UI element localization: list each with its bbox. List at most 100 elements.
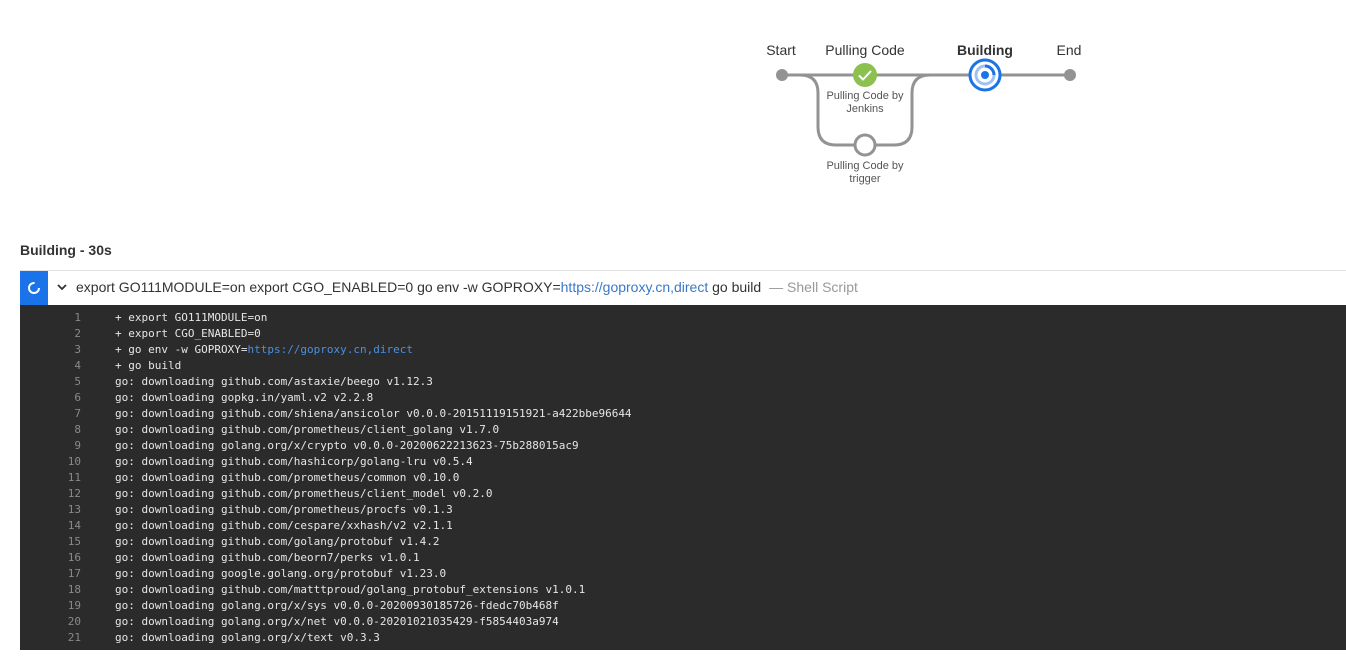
line-text-content: go: downloading github.com/hashicorp/gol…	[115, 455, 473, 468]
line-text: go: downloading github.com/matttproud/go…	[81, 582, 585, 598]
stage-building-label: Building	[957, 42, 1013, 58]
stage-pulling-code-label: Pulling Code	[825, 42, 905, 58]
line-text-content: + export GO111MODULE=on	[115, 311, 268, 324]
line-number[interactable]: 11	[67, 471, 81, 484]
line-number[interactable]: 21	[67, 631, 81, 644]
step-type-label: — Shell Script	[769, 279, 858, 295]
console-line: 14 go: downloading github.com/cespare/xxh…	[20, 518, 1346, 534]
line-text: go: downloading golang.org/x/crypto v0.0…	[81, 438, 579, 454]
line-text: go: downloading golang.org/x/sys v0.0.0-…	[81, 598, 559, 614]
line-text-content: go: downloading github.com/astaxie/beego…	[115, 375, 433, 388]
line-number[interactable]: 16	[67, 551, 81, 564]
line-number[interactable]: 3	[74, 343, 81, 356]
line-text-content: + go env -w GOPROXY=	[115, 343, 248, 356]
line-number[interactable]: 9	[74, 439, 81, 452]
line-text-content: + go build	[115, 359, 182, 372]
console-line: 6 go: downloading gopkg.in/yaml.v2 v2.2.8	[20, 390, 1346, 406]
stage-start-node[interactable]	[775, 68, 789, 82]
line-number[interactable]: 17	[67, 567, 81, 580]
line-text: + go build	[81, 358, 181, 374]
line-number[interactable]: 19	[67, 599, 81, 612]
step-header[interactable]: export GO111MODULE=on export CGO_ENABLED…	[20, 270, 1346, 305]
line-text-content: go: downloading github.com/beorn7/perks …	[115, 551, 420, 564]
console-line: 15 go: downloading github.com/golang/prot…	[20, 534, 1346, 550]
console-line: 9 go: downloading golang.org/x/crypto v0.…	[20, 438, 1346, 454]
line-text-content: go: downloading github.com/prometheus/pr…	[115, 503, 453, 516]
line-number[interactable]: 15	[67, 535, 81, 548]
line-number[interactable]: 18	[67, 583, 81, 596]
stage-end-node[interactable]	[1063, 68, 1077, 82]
line-number[interactable]: 6	[74, 391, 81, 404]
line-text-content: go: downloading github.com/prometheus/cl…	[115, 423, 500, 436]
line-text: go: downloading golang.org/x/text v0.3.3	[81, 630, 380, 646]
console-line: 18 go: downloading github.com/matttproud/…	[20, 582, 1346, 598]
line-text-content: go: downloading gopkg.in/yaml.v2 v2.2.8	[115, 391, 374, 404]
success-check-icon[interactable]	[852, 62, 878, 88]
line-text: go: downloading github.com/astaxie/beego…	[81, 374, 433, 390]
line-text: go: downloading github.com/beorn7/perks …	[81, 550, 420, 566]
line-number[interactable]: 4	[74, 359, 81, 372]
console-line: 12 go: downloading github.com/prometheus/…	[20, 486, 1346, 502]
running-spinner-icon[interactable]	[968, 58, 1002, 92]
parallel-trigger-label: Pulling Code by trigger	[826, 160, 904, 185]
console-line: 17 go: downloading google.golang.org/prot…	[20, 566, 1346, 582]
line-text: go: downloading golang.org/x/net v0.0.0-…	[81, 614, 559, 630]
console-line: 20 go: downloading golang.org/x/net v0.0.…	[20, 614, 1346, 630]
console-line: 5 go: downloading github.com/astaxie/beeg…	[20, 374, 1346, 390]
line-text: + go env -w GOPROXY=https://goproxy.cn,d…	[81, 342, 413, 358]
line-number[interactable]: 12	[67, 487, 81, 500]
line-text-content: go: downloading golang.org/x/net v0.0.0-…	[115, 615, 559, 628]
line-text: + export CGO_ENABLED=0	[81, 326, 261, 342]
stage-start-label: Start	[766, 42, 796, 58]
running-status-icon	[20, 271, 48, 305]
pipeline-graph: Start Pulling Code Building End Pulling …	[0, 0, 1346, 230]
step-command: export GO111MODULE=on export CGO_ENABLED…	[76, 279, 858, 295]
line-text: go: downloading github.com/prometheus/cl…	[81, 422, 499, 438]
line-number[interactable]: 7	[74, 407, 81, 420]
skipped-node-icon[interactable]	[853, 133, 877, 157]
line-text: go: downloading github.com/prometheus/cl…	[81, 486, 493, 502]
line-text-content: go: downloading github.com/prometheus/co…	[115, 471, 460, 484]
console-output[interactable]: 1 + export GO111MODULE=on 2 + export CGO_EN…	[20, 305, 1346, 650]
line-number[interactable]: 2	[74, 327, 81, 340]
step-command-url[interactable]: https://goproxy.cn,direct	[560, 279, 709, 295]
step-command-suffix: go build	[708, 279, 762, 295]
line-number[interactable]: 5	[74, 375, 81, 388]
console-line: 19 go: downloading golang.org/x/sys v0.0.…	[20, 598, 1346, 614]
console-line: 2 + export CGO_ENABLED=0	[20, 326, 1346, 342]
line-text-content: go: downloading github.com/golang/protob…	[115, 535, 440, 548]
console-line: 3+ go env -w GOPROXY=https://goproxy.cn,…	[20, 342, 1346, 358]
pipeline-track	[782, 73, 1070, 147]
line-number[interactable]: 14	[67, 519, 81, 532]
line-number[interactable]: 1	[74, 311, 81, 324]
console-line: 13 go: downloading github.com/prometheus/…	[20, 502, 1346, 518]
line-text: go: downloading github.com/prometheus/pr…	[81, 502, 453, 518]
line-text: go: downloading github.com/cespare/xxhas…	[81, 518, 453, 534]
console-line: 4 + go build	[20, 358, 1346, 374]
stage-section-title: Building - 30s	[20, 242, 112, 258]
parallel-jenkins-label: Pulling Code by Jenkins	[826, 90, 904, 115]
line-text-content: go: downloading github.com/matttproud/go…	[115, 583, 586, 596]
chevron-down-icon[interactable]	[56, 281, 68, 293]
line-text: go: downloading gopkg.in/yaml.v2 v2.2.8	[81, 390, 373, 406]
line-text-content: go: downloading github.com/cespare/xxhas…	[115, 519, 453, 532]
stage-end-label: End	[1056, 42, 1082, 58]
line-text-content: go: downloading google.golang.org/protob…	[115, 567, 447, 580]
line-number[interactable]: 10	[67, 455, 81, 468]
line-text-content: go: downloading golang.org/x/crypto v0.0…	[115, 439, 579, 452]
line-text: go: downloading github.com/prometheus/co…	[81, 470, 459, 486]
line-text: go: downloading github.com/hashicorp/gol…	[81, 454, 473, 470]
line-number[interactable]: 8	[74, 423, 81, 436]
step-command-prefix: export GO111MODULE=on export CGO_ENABLED…	[76, 279, 561, 295]
line-text: + export GO111MODULE=on	[81, 310, 267, 326]
line-text-content: + export CGO_ENABLED=0	[115, 327, 261, 340]
line-number[interactable]: 20	[67, 615, 81, 628]
line-number[interactable]: 13	[67, 503, 81, 516]
console-link[interactable]: https://goproxy.cn,direct	[247, 343, 414, 356]
line-text-content: go: downloading github.com/prometheus/cl…	[115, 487, 493, 500]
console-line: 1 + export GO111MODULE=on	[20, 310, 1346, 326]
line-text: go: downloading google.golang.org/protob…	[81, 566, 446, 582]
line-text-content: go: downloading golang.org/x/sys v0.0.0-…	[115, 599, 559, 612]
